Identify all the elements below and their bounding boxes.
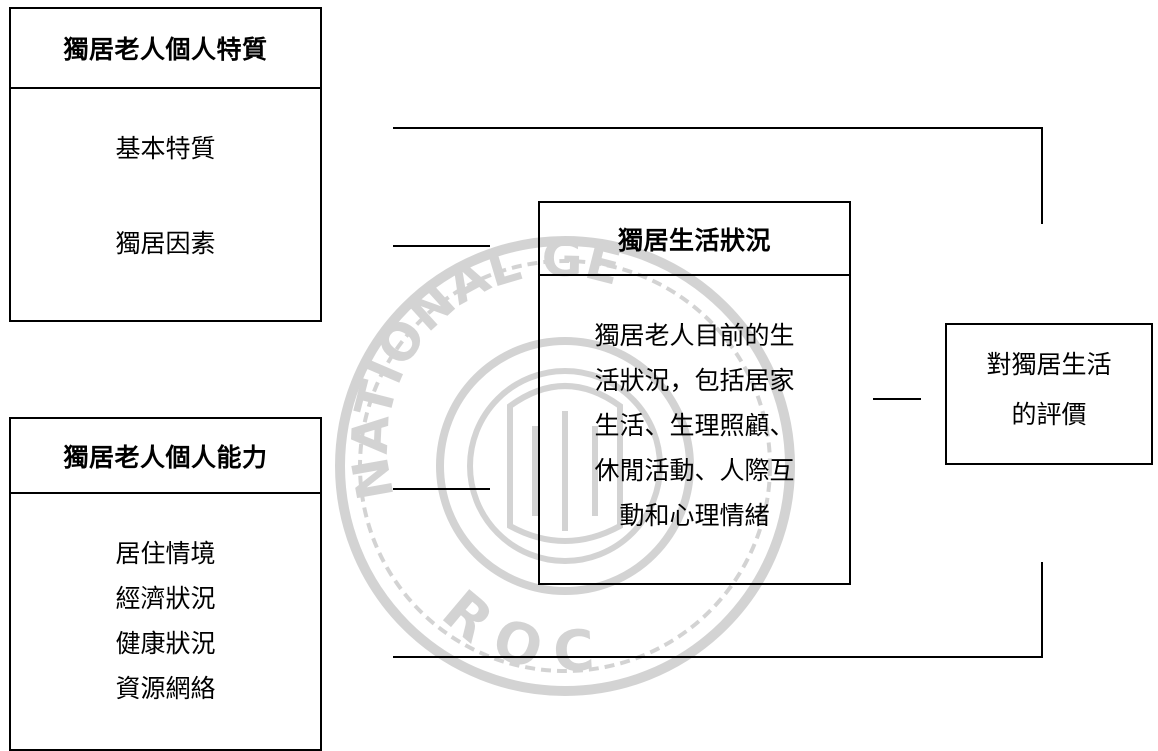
- personal-traits-item: 基本特質: [115, 134, 216, 163]
- evaluation-line: 對獨居生活: [986, 350, 1112, 379]
- living-status-box: 獨居生活狀況 獨居老人目前的生 活狀況，包括居家 生活、生理照顧、 休閒活動、人…: [538, 201, 851, 585]
- living-status-line: 生活、生理照顧、: [594, 411, 795, 440]
- personal-ability-item: 資源網絡: [115, 674, 216, 703]
- living-status-title: 獨居生活狀況: [540, 203, 849, 276]
- evaluation-line: 的評價: [1011, 400, 1087, 429]
- personal-ability-item: 經濟狀況: [115, 584, 216, 613]
- connector-ability-to-center: [393, 488, 490, 490]
- connector-top-vertical: [1041, 127, 1043, 224]
- personal-ability-box: 獨居老人個人能力 居住情境 經濟狀況 健康狀況 資源網絡: [9, 417, 322, 751]
- personal-traits-box: 獨居老人個人特質 基本特質 獨居因素: [9, 7, 322, 322]
- connector-top-horizontal: [393, 127, 1043, 129]
- personal-ability-title: 獨居老人個人能力: [11, 419, 320, 494]
- watermark-seal: NATIONAL GEN R O C: [310, 196, 795, 696]
- personal-ability-item: 健康狀況: [115, 629, 216, 658]
- connector-center-to-evaluation: [873, 398, 921, 400]
- connector-bottom-vertical: [1041, 562, 1043, 658]
- evaluation-box: 對獨居生活 的評價: [945, 323, 1153, 465]
- connector-bottom-horizontal: [393, 656, 1043, 658]
- living-status-line: 獨居老人目前的生: [594, 321, 795, 350]
- personal-traits-item: 獨居因素: [115, 229, 216, 258]
- personal-ability-item: 居住情境: [115, 539, 216, 568]
- connector-traits-to-center: [393, 245, 490, 247]
- living-status-line: 動和心理情緒: [619, 501, 770, 530]
- living-status-line: 活狀況，包括居家: [594, 366, 795, 395]
- personal-traits-title: 獨居老人個人特質: [11, 9, 320, 89]
- living-status-line: 休閒活動、人際互: [594, 456, 795, 485]
